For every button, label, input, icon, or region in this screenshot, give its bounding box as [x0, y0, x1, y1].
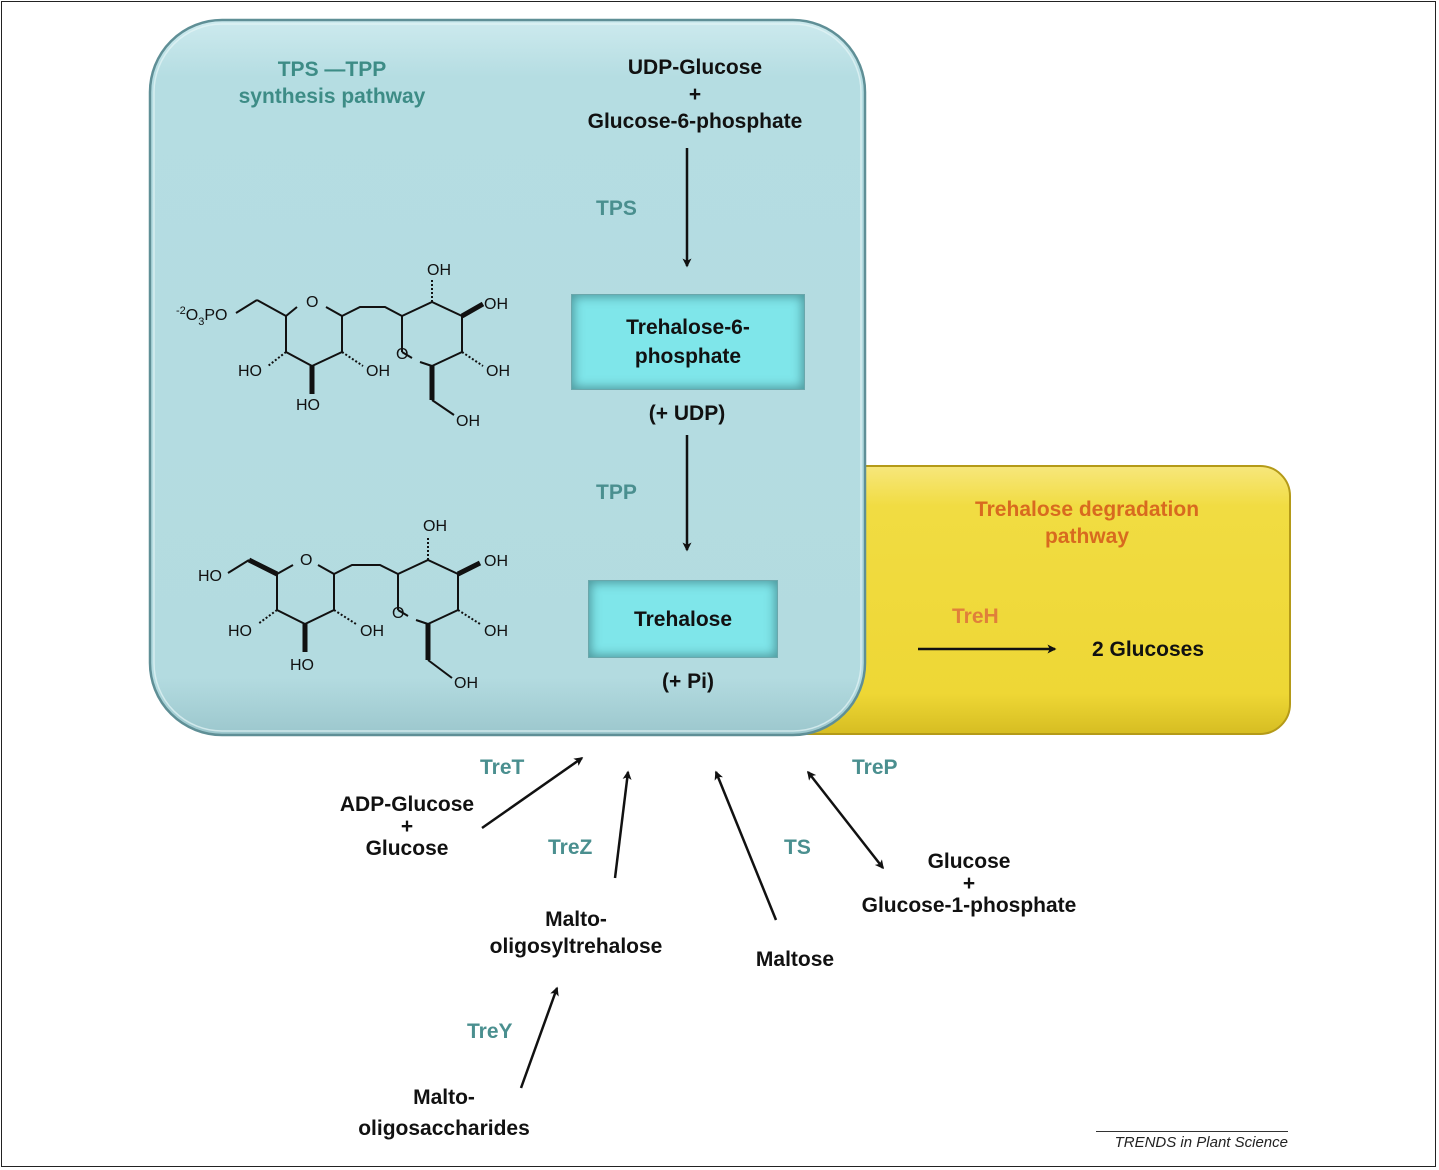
intermediate-line2: phosphate — [634, 345, 742, 368]
synthesis-title-line2: synthesis pathway — [238, 85, 426, 108]
byproduct-udp: (+ UDP) — [648, 402, 726, 425]
svg-text:OH: OH — [423, 518, 447, 535]
substrate-maltose: Maltose — [755, 948, 835, 971]
degradation-title-line1: Trehalose degradation — [974, 498, 1200, 521]
substrate-line2: Glucose-6-phosphate — [587, 110, 803, 133]
synthesis-title: TPS —TPP synthesis pathway — [200, 56, 464, 110]
svg-text:OH: OH — [456, 413, 480, 430]
enzyme-tps: TPS — [596, 197, 637, 220]
substrate-glucose-g1p: Glucose + Glucose-1-phosphate — [844, 851, 1094, 917]
svg-text:HO: HO — [296, 397, 320, 414]
trehalose-structure — [227, 537, 482, 679]
svg-text:O: O — [392, 605, 404, 622]
tret-plus: + — [400, 815, 414, 838]
svg-text:O: O — [396, 346, 408, 363]
trez-arrow — [613, 770, 632, 879]
journal-credit: TRENDS in Plant Science — [1096, 1131, 1288, 1151]
substrate-maltooligosaccharides: Malto- oligosaccharides — [352, 1082, 536, 1144]
svg-text:O: O — [306, 294, 318, 311]
trep-arrow — [807, 770, 884, 870]
synthesis-title-line1: TPS —TPP — [277, 58, 387, 81]
svg-text:HO: HO — [238, 363, 262, 380]
enzyme-trey: TreY — [467, 1020, 513, 1043]
enzyme-trep: TreP — [852, 756, 898, 779]
svg-text:OH: OH — [484, 296, 508, 313]
svg-text:OH: OH — [360, 623, 384, 640]
trep-line1: Glucose — [927, 850, 1011, 873]
trep-line2: Glucose-1-phosphate — [861, 894, 1077, 917]
enzyme-trez: TreZ — [548, 836, 593, 859]
trez-line2: oligosyltrehalose — [489, 935, 663, 958]
enzyme-tret: TreT — [480, 756, 525, 779]
substrate-line1: UDP-Glucose — [627, 56, 763, 79]
byproduct-pi: (+ Pi) — [662, 670, 714, 693]
substrate-adp-glucose-glucose: ADP-Glucose + Glucose — [320, 794, 494, 860]
substrate-maltooligosyltrehalose: Malto- oligosyltrehalose — [474, 906, 678, 960]
trey-arrow — [519, 986, 559, 1089]
svg-text:OH: OH — [484, 553, 508, 570]
trehalose-box: Trehalose — [588, 580, 778, 658]
trez-line1: Malto- — [545, 908, 607, 931]
trehalose-atom-labels: HO O O OH OH HO OH OH HO OH — [198, 518, 508, 692]
svg-text:HO: HO — [198, 568, 222, 585]
svg-text:OH: OH — [484, 623, 508, 640]
t6p-atom-labels: -2O3PO O O OH OH HO OH OH HO OH — [176, 262, 510, 430]
tret-line2: Glucose — [365, 837, 449, 860]
substrate-plus: + — [688, 83, 702, 106]
trep-plus: + — [962, 872, 976, 895]
intermediate-line1: Trehalose-6- — [626, 316, 750, 339]
svg-text:OH: OH — [486, 363, 510, 380]
svg-text:OH: OH — [427, 262, 451, 279]
svg-text:OH: OH — [366, 363, 390, 380]
ts-arrow — [714, 770, 778, 921]
enzyme-treh: TreH — [952, 605, 999, 628]
trey-line1: Malto- — [413, 1086, 475, 1109]
trehalose-6-phosphate-box: Trehalose-6- phosphate — [571, 294, 805, 390]
enzyme-tpp: TPP — [596, 481, 637, 504]
tret-arrow — [481, 756, 584, 830]
degradation-title: Trehalose degradation pathway — [940, 496, 1234, 550]
svg-text:HO: HO — [290, 657, 314, 674]
trehalose-6-phosphate-structure — [235, 280, 485, 416]
substrate-udp-glucose-g6p: UDP-Glucose + Glucose-6-phosphate — [560, 54, 830, 135]
svg-text:-2O3PO: -2O3PO — [176, 305, 227, 328]
tret-line1: ADP-Glucose — [339, 793, 475, 816]
degradation-title-line2: pathway — [1044, 525, 1130, 548]
product-2-glucoses: 2 Glucoses — [1091, 638, 1205, 661]
svg-text:O: O — [300, 552, 312, 569]
enzyme-ts: TS — [784, 836, 811, 859]
trey-line2: oligosaccharides — [358, 1117, 530, 1140]
svg-text:HO: HO — [228, 623, 252, 640]
svg-text:OH: OH — [454, 675, 478, 692]
